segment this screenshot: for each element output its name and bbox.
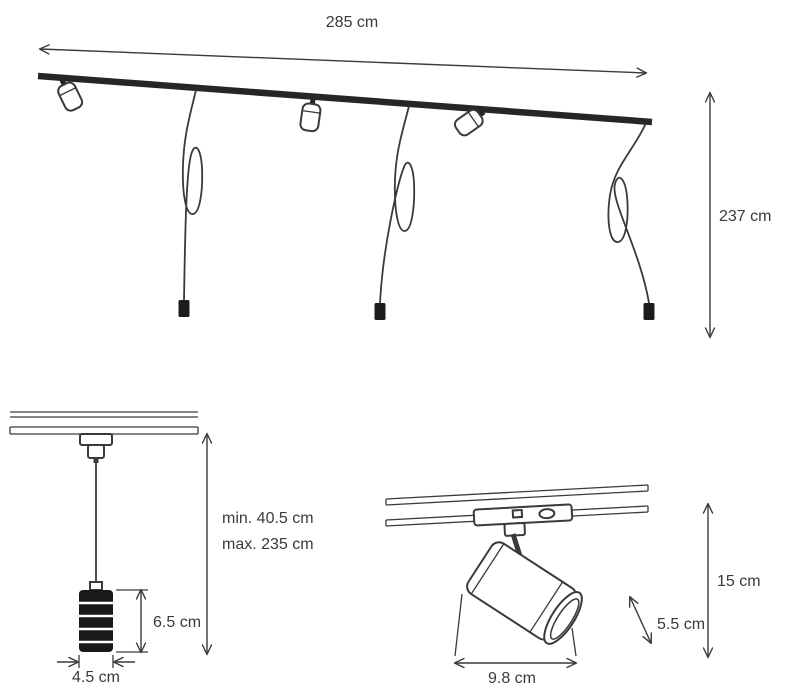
spot-detail-diagram: 15 cm 5.5 cm 9.8 cm (385, 484, 761, 687)
spot-length-label: 9.8 cm (488, 670, 536, 687)
spot-height-label: 15 cm (717, 573, 761, 590)
pendant-socket-3 (643, 303, 655, 320)
lamp-holder (79, 581, 113, 652)
pendant-socket-1 (178, 300, 190, 317)
spot-lens-arrow (628, 595, 653, 645)
pendant-detail-diagram: min. 40.5 cm max. 235 cm 6.5 cm 4.5 cm (9, 411, 314, 686)
track-spotlight-2 (299, 98, 322, 133)
pendant-cord-2 (379, 105, 416, 304)
track-spotlight-1 (57, 78, 84, 112)
spot-lens-label: 5.5 cm (657, 616, 705, 633)
ceiling-track (37, 72, 653, 126)
pendant-socket-2 (374, 303, 386, 320)
holder-height-label: 6.5 cm (153, 614, 201, 631)
track-adapter (79, 433, 113, 463)
pendant-cord-1 (181, 89, 204, 301)
pendant-cord-3 (607, 122, 650, 304)
spot-length-arrow (453, 593, 578, 669)
holder-width-arrow (57, 655, 135, 668)
track-width-label: 285 cm (326, 14, 378, 31)
cord-min-label: min. 40.5 cm (222, 510, 314, 527)
spot-body (466, 541, 583, 645)
overview-track-diagram: 285 cm 237 cm (37, 14, 771, 339)
drop-height-label: 237 cm (719, 208, 771, 225)
width-dimension-arrow (38, 44, 648, 78)
track-spotlight-3 (453, 108, 486, 137)
cord-max-label: max. 235 cm (222, 536, 314, 553)
holder-height-arrow (116, 588, 148, 654)
track-profile (9, 411, 199, 435)
spot-adapter (472, 503, 574, 537)
holder-width-label: 4.5 cm (72, 669, 120, 686)
